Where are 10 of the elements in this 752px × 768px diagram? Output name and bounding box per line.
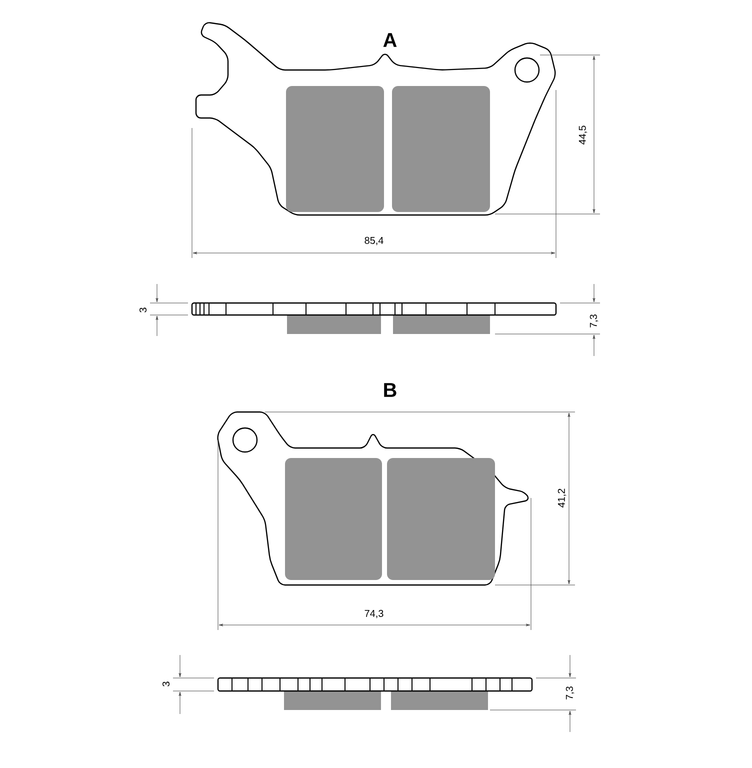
dimension-value: 3 (161, 680, 171, 688)
dimension-value: 41,2 (556, 487, 568, 509)
dimension-value: 7,3 (564, 685, 576, 701)
dimension-value: 7,3 (588, 313, 600, 329)
dimension-value: 74,3 (363, 608, 385, 620)
dimension-value: 44,5 (578, 124, 588, 146)
dimension-value: 3 (138, 306, 148, 314)
dimension-value: 85,4 (363, 236, 385, 246)
view-letter: A (383, 33, 397, 47)
view-letter: B (384, 383, 396, 397)
